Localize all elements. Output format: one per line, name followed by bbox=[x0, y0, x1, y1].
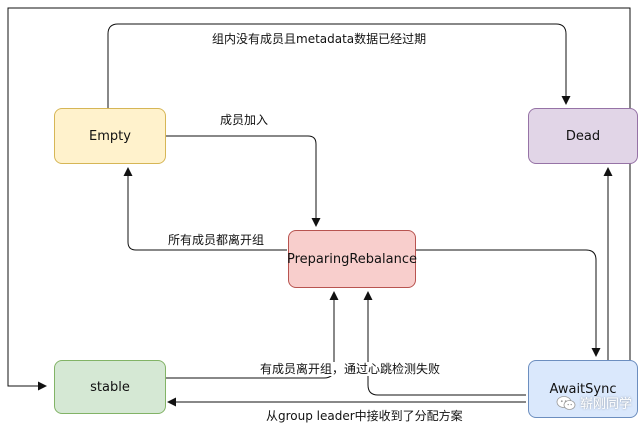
edge-label-empty-to-dead: 组内没有成员且metadata数据已经过期 bbox=[210, 32, 429, 46]
state-node-empty: Empty bbox=[54, 108, 166, 164]
state-node-await-sync: AwaitSync bbox=[528, 360, 638, 418]
edge-preparing-to-empty bbox=[123, 167, 287, 251]
edge-awaitsync-to-preparing bbox=[363, 291, 526, 396]
state-node-dead: Dead bbox=[528, 108, 638, 164]
state-node-stable: stable bbox=[54, 360, 166, 414]
wechat-icon bbox=[556, 395, 576, 411]
edge-outer-loop-to-stable bbox=[7, 7, 631, 391]
edge-label-member-join: 成员加入 bbox=[218, 113, 271, 127]
edge-label-all-members-leave: 所有成员都离开组 bbox=[166, 233, 267, 247]
edge-label-received-assignment: 从group leader中接收到了分配方案 bbox=[264, 409, 465, 423]
edge-empty-to-preparing bbox=[166, 135, 321, 227]
edge-empty-to-dead bbox=[107, 23, 571, 108]
watermark-text: 崭刚同学 bbox=[579, 397, 632, 412]
state-node-preparing-rebalance: PreparingRebalance bbox=[287, 230, 417, 288]
edge-label-member-leave-or-heartbeat-fail: 有成员离开组，通过心跳检测失败 bbox=[258, 362, 443, 376]
edge-preparing-to-awaitsync bbox=[416, 249, 601, 357]
watermark: 崭刚同学 bbox=[556, 393, 632, 412]
